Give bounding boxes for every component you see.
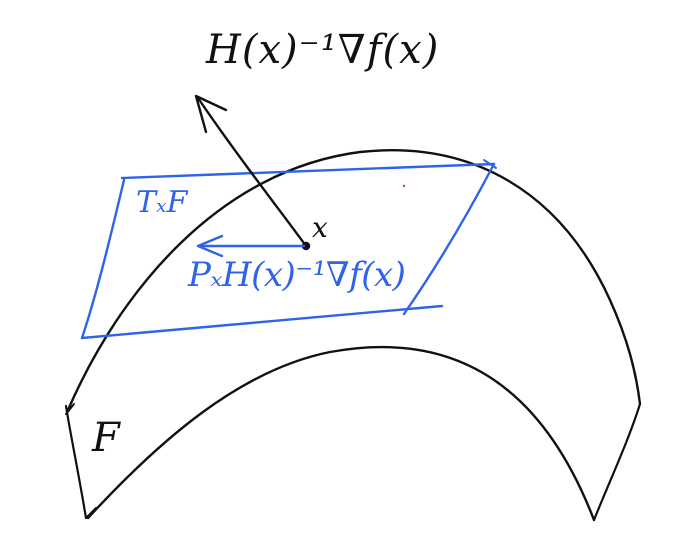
tangent-plane-right-edge — [402, 162, 496, 316]
projected-step-arrow-head — [196, 234, 224, 258]
manifold-left-tick — [65, 403, 75, 415]
tangent-plane-bottom-edge — [80, 304, 444, 340]
hessian-step-arrow-head — [194, 94, 228, 134]
manifold-top-edge — [66, 149, 642, 412]
tangent-space-label: TₓF — [136, 185, 188, 220]
tangent-plane-top-edge — [120, 162, 496, 180]
hessian-step-label: H(x)⁻¹∇f(x) — [206, 27, 440, 73]
hessian-step-arrow-shaft — [196, 96, 308, 248]
hessian-step-arrow — [194, 94, 308, 248]
manifold-label: F — [92, 415, 120, 461]
tangent-plane-top-tick — [483, 159, 497, 169]
manifold-bottom-edge — [86, 345, 596, 522]
manifold-bottom-tick — [85, 507, 97, 519]
projected-step-arrow — [196, 234, 306, 258]
tangent-plane-left-edge — [80, 178, 126, 340]
manifold-left-edge — [64, 404, 88, 520]
point-x-label: x — [312, 211, 328, 244]
manifold-right-edge — [592, 402, 642, 522]
projected-step-label: PₓH(x)⁻¹∇f(x) — [188, 255, 406, 295]
stray-mark — [402, 184, 406, 188]
tangent-plane — [80, 159, 497, 340]
manifold-surface — [64, 149, 642, 522]
